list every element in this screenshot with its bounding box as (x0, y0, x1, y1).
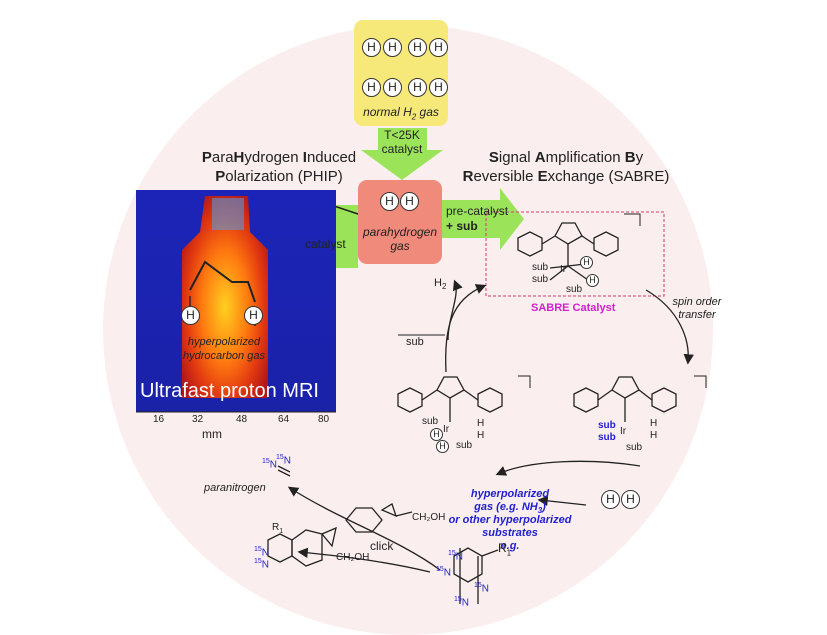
left-h-atom-1: H (430, 428, 443, 441)
tetrazine-n-3: 15N (474, 582, 490, 595)
para-label-2: gas (390, 239, 410, 253)
catalyst-structure-top (517, 222, 619, 281)
mri-tick-64: 64 (278, 414, 290, 425)
sabre-arrow (442, 188, 524, 250)
h-atom-6: H (383, 78, 402, 97)
phip-title-line2: Polarization (PHIP) (215, 168, 343, 185)
hyper-text-4: substrates (482, 527, 538, 539)
h-atom-4: H (429, 38, 448, 57)
sabre-title-line2: Reversible Exchange (SABRE) (462, 168, 670, 185)
h-atom-7: H (408, 78, 427, 97)
para-label-1: parahydrogen (362, 225, 438, 239)
plus-sub-label: + sub (446, 219, 478, 233)
paranitrogen-label: paranitrogen (204, 482, 266, 494)
para-h-atom-1: H (380, 192, 399, 211)
hyper-text-1: hyperpolarized (470, 488, 550, 500)
product-n-1: 15N (254, 546, 270, 559)
paranitrogen-n2: 15N (276, 454, 292, 467)
pre-catalyst-label: pre-catalyst (446, 204, 509, 218)
hyper-text-3: or other hyperpolarized (448, 514, 572, 526)
click-product-structure (267, 526, 337, 567)
top-h-atom-1: H (580, 256, 593, 269)
phip-title-line1: ParaHydrogen Induced (201, 149, 357, 166)
sabre-catalyst-label: SABRE Catalyst (531, 302, 616, 314)
conversion-temp: T<25K (384, 128, 420, 142)
spin-order-2: transfer (678, 309, 716, 321)
incoming-h-atom-1: H (601, 490, 620, 509)
mri-unit: mm (202, 427, 222, 441)
left-ir-label: Ir (443, 424, 450, 435)
h-atom-1: H (362, 38, 381, 57)
h-atom-5: H (362, 78, 381, 97)
h-atom-2: H (383, 38, 402, 57)
left-sub-2: sub (456, 440, 473, 451)
left-sub-1: sub (422, 416, 439, 427)
mri-tick-48: 48 (236, 414, 248, 425)
phip-catalyst-label: catalyst (305, 237, 346, 251)
top-sub-1: sub (532, 262, 549, 273)
mri-tick-80: 80 (318, 414, 330, 425)
sub-left-label: sub (406, 336, 424, 348)
catalyst-structure-right (573, 376, 677, 422)
click-label: click (370, 539, 394, 553)
top-ir-label: Ir (560, 264, 567, 275)
product-r1: R1 (272, 522, 284, 535)
tetrazine-n-4: 15N (454, 596, 470, 609)
h-atom-3: H (408, 38, 427, 57)
sabre-catalyst-box (485, 211, 665, 297)
bicyclononyne-structure (345, 503, 413, 533)
paranitrogen-structure (277, 465, 291, 477)
mri-tick-32: 32 (192, 414, 204, 425)
h2-label: H2 (434, 277, 447, 292)
hyper-text-2: gas (e.g. NH3) (474, 501, 546, 516)
mri-title: Ultrafast proton MRI (140, 380, 319, 402)
tetrazine-r1: R1 (498, 541, 512, 558)
incoming-h-atom-2: H (621, 490, 640, 509)
h-atom-8: H (429, 78, 448, 97)
sabre-title-line1: Signal Amplification By (488, 149, 644, 166)
left-h-1: H (477, 418, 485, 429)
left-h-atom-2: H (436, 440, 449, 453)
spin-order-1: spin order (672, 296, 722, 308)
right-sub-2: sub (598, 432, 616, 443)
tetrazine-n-2: 15N (436, 566, 452, 579)
tetrazine-structure (453, 547, 499, 604)
halo-circle (103, 25, 713, 635)
catalyst-structure-left (397, 376, 503, 422)
top-sub-2: sub (532, 274, 549, 285)
left-h-2: H (477, 430, 485, 441)
normal-h2-label: normal H2 gas (363, 105, 439, 122)
tetrazine-n-1: 15N (448, 550, 464, 563)
right-sub-1: sub (598, 420, 616, 431)
mri-h-atom-1: H (181, 306, 200, 325)
mri-annotation-2: hydrocarbon gas (183, 350, 265, 362)
top-h-atom-2: H (586, 274, 599, 287)
product-ch2oh: CH₂OH (336, 552, 370, 563)
para-h2-box (358, 180, 442, 264)
right-ir-label: Ir (620, 426, 627, 437)
paranitrogen-n1: 15N (262, 458, 278, 471)
product-n-2: 15N (254, 558, 270, 571)
mri-annotation-1: hyperpolarized (187, 336, 261, 348)
right-h-2: H (650, 430, 658, 441)
bcn-ch2oh: CH₂OH (412, 512, 446, 523)
mri-h-atom-2: H (244, 306, 263, 325)
hyper-text-5: e.g. (500, 540, 520, 552)
right-sub-3: sub (626, 442, 643, 453)
para-h-atom-2: H (400, 192, 419, 211)
conversion-arrow (361, 128, 443, 180)
top-sub-3: sub (566, 284, 583, 295)
conversion-catalyst: catalyst (381, 142, 423, 156)
right-h-1: H (650, 418, 658, 429)
mri-tick-16: 16 (153, 414, 165, 425)
